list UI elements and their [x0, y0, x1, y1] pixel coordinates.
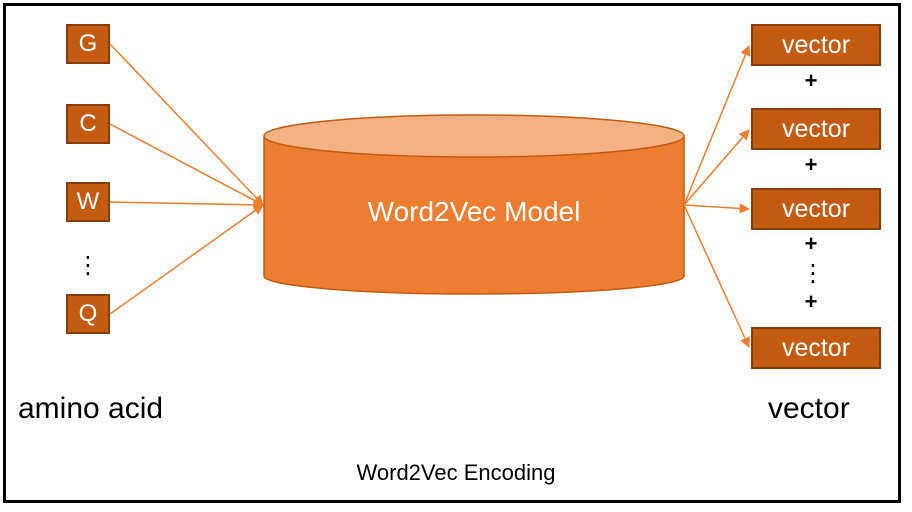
vector-box-2: vector [751, 108, 881, 150]
vector-box-1: vector [751, 24, 881, 66]
amino-acid-box-w: W [66, 182, 110, 222]
plus-sign-1: + [804, 68, 818, 93]
plus-sign-3: + [804, 231, 818, 256]
plus-sign-2: + [804, 152, 818, 177]
vector-column-label: vector [768, 392, 850, 425]
amino-acid-box-q: Q [66, 294, 110, 334]
arrow-w-to-model [109, 199, 265, 211]
arrow-model-to-vector-2 [683, 129, 750, 206]
arrow-c-to-model [109, 123, 264, 206]
arrow-model-to-vector-1 [683, 45, 751, 206]
vector-box-3: vector [751, 188, 881, 230]
amino-acid-box-g: G [66, 24, 110, 64]
diagram-caption: Word2Vec Encoding [356, 460, 556, 485]
model-cylinder [263, 114, 685, 295]
plus-sign-4: + [804, 289, 818, 314]
arrow-q-to-model [109, 204, 264, 315]
model-label: Word2Vec Model [367, 196, 581, 227]
arrow-model-to-vector-3 [683, 203, 751, 214]
amino-acid-box-c: C [66, 104, 110, 144]
vector-box-4: vector [751, 327, 881, 369]
amino-acid-column-label: amino acid [18, 392, 164, 425]
input-ellipsis: ⋮ [76, 252, 100, 279]
output-ellipsis: ⋮ [801, 260, 825, 287]
arrow-g-to-model [109, 43, 264, 206]
arrow-model-to-vector-4 [683, 204, 750, 348]
